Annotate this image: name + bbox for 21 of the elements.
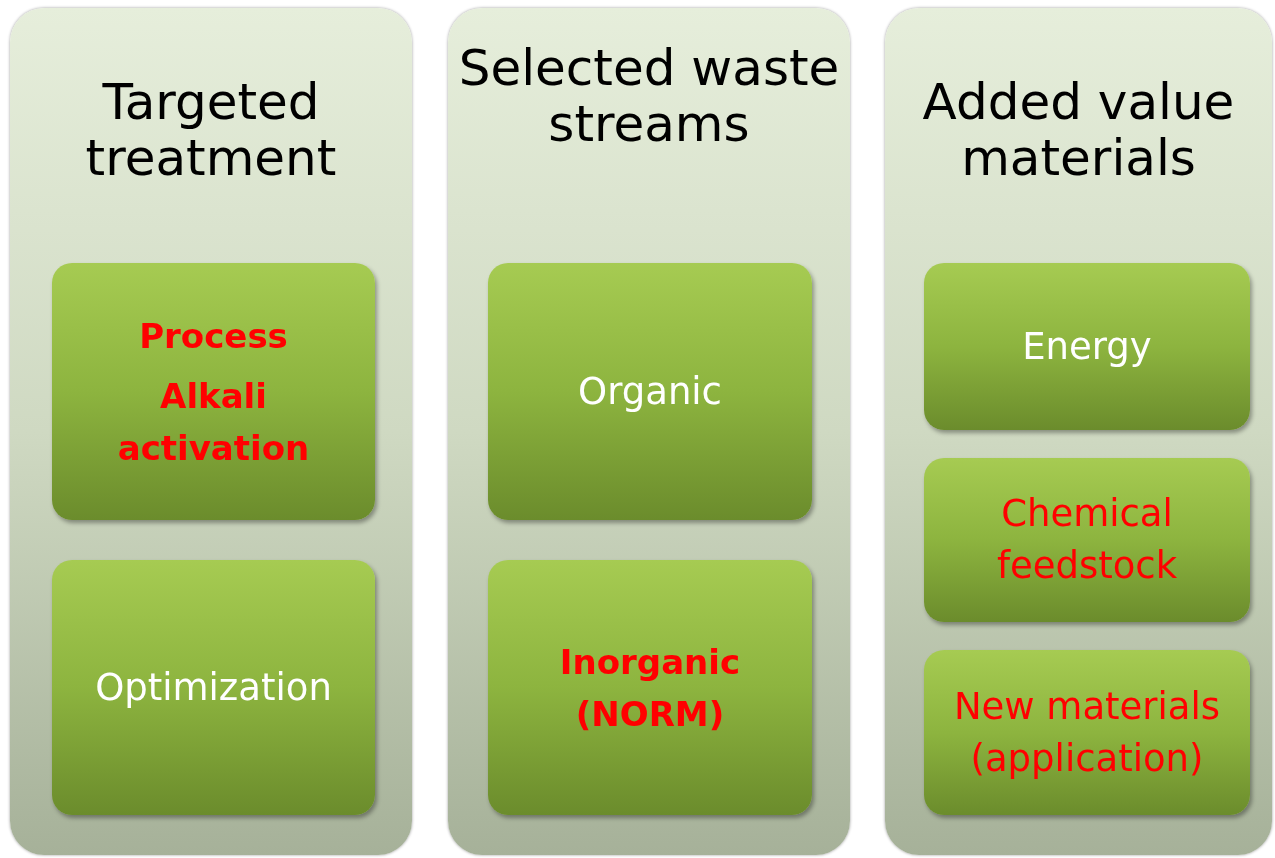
box-label: Optimization — [94, 664, 333, 711]
column-panel — [10, 8, 412, 855]
content-box — [52, 560, 375, 815]
column-heading: Selected waste streams — [457, 40, 841, 152]
column-heading: Added value materials — [921, 74, 1236, 186]
content-box — [52, 263, 375, 520]
content-box — [924, 263, 1250, 430]
content-box — [924, 650, 1250, 815]
content-box — [924, 458, 1250, 622]
box-label: Alkali activation — [116, 374, 311, 470]
box-label: Energy — [1021, 323, 1153, 370]
column-heading: Targeted treatment — [84, 74, 338, 186]
column-panel — [448, 8, 850, 855]
box-label: Organic — [577, 368, 723, 415]
box-label: Process — [138, 314, 289, 358]
content-box — [488, 263, 812, 520]
content-box — [488, 560, 812, 815]
box-label: Chemical feedstock — [995, 491, 1179, 589]
box-label: Inorganic (NORM) — [558, 640, 742, 736]
column-panel — [885, 8, 1272, 855]
box-label: New materials (application) — [952, 683, 1222, 782]
